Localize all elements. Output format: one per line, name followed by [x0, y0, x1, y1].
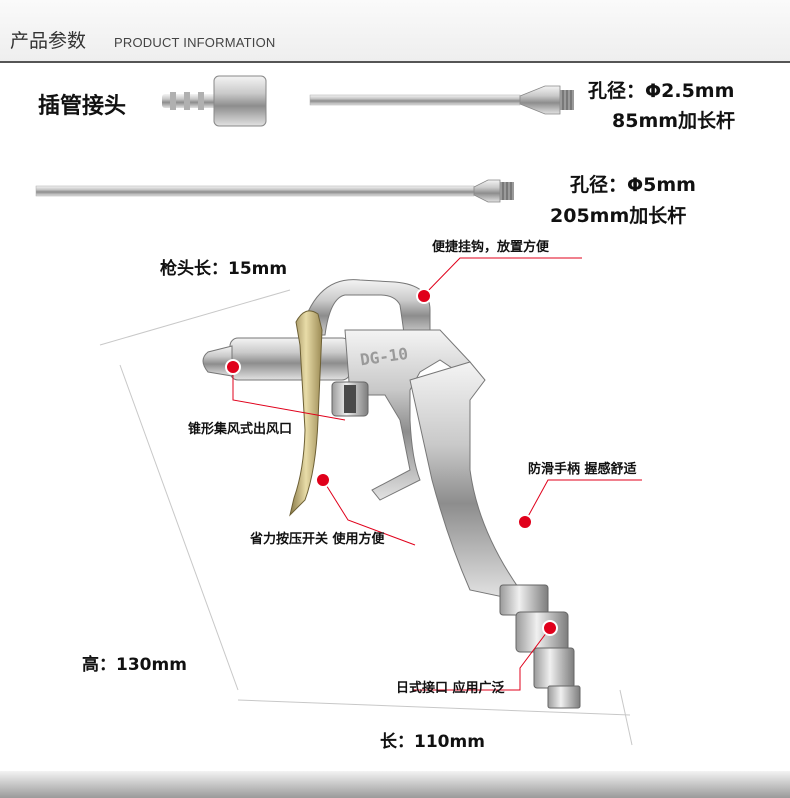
section-subtitle: PRODUCT INFORMATION [114, 35, 276, 50]
handle-callout-text: 防滑手柄 握感舒适 [528, 462, 637, 477]
callout-dots [225, 288, 558, 636]
short-rod-bore-label: 孔径：Φ2.5mm [588, 80, 735, 102]
length-label: 长：110mm [380, 732, 485, 752]
header-divider [0, 61, 790, 63]
header-section [0, 0, 790, 62]
nozzle-callout-dot [225, 359, 241, 375]
handle-callout-dot [517, 514, 533, 530]
long-extension-rod [35, 179, 514, 203]
nozzle-length-label: 枪头长：15mm [160, 259, 288, 279]
connector-callout-text: 日式接口 应用广泛 [396, 681, 505, 696]
air-gun-image: DG-10 [202, 279, 581, 709]
trigger-callout-text: 省力按压开关 使用方便 [250, 532, 385, 547]
hose-connector-image [162, 75, 267, 127]
nozzle-callout-text: 锥形集风式出风口 [188, 422, 293, 437]
long-rod-bore-label: 孔径：Φ5mm [570, 174, 696, 196]
height-label: 高：130mm [82, 655, 187, 675]
footer-bar [0, 771, 790, 798]
short-extension-rod [309, 85, 574, 115]
hook-callout-dot [416, 288, 432, 304]
short-rod-length-label: 85mm加长杆 [612, 110, 736, 132]
hook-callout-text: 便捷挂钩，放置方便 [432, 240, 550, 255]
callout-lines [232, 257, 642, 691]
long-rod-length-label: 205mm加长杆 [550, 205, 687, 227]
connector-callout-dot [542, 620, 558, 636]
dimension-guides [99, 289, 633, 746]
section-title: 产品参数 [10, 30, 87, 52]
hose-connector-label: 插管接头 [38, 94, 127, 119]
trigger-callout-dot [315, 472, 331, 488]
